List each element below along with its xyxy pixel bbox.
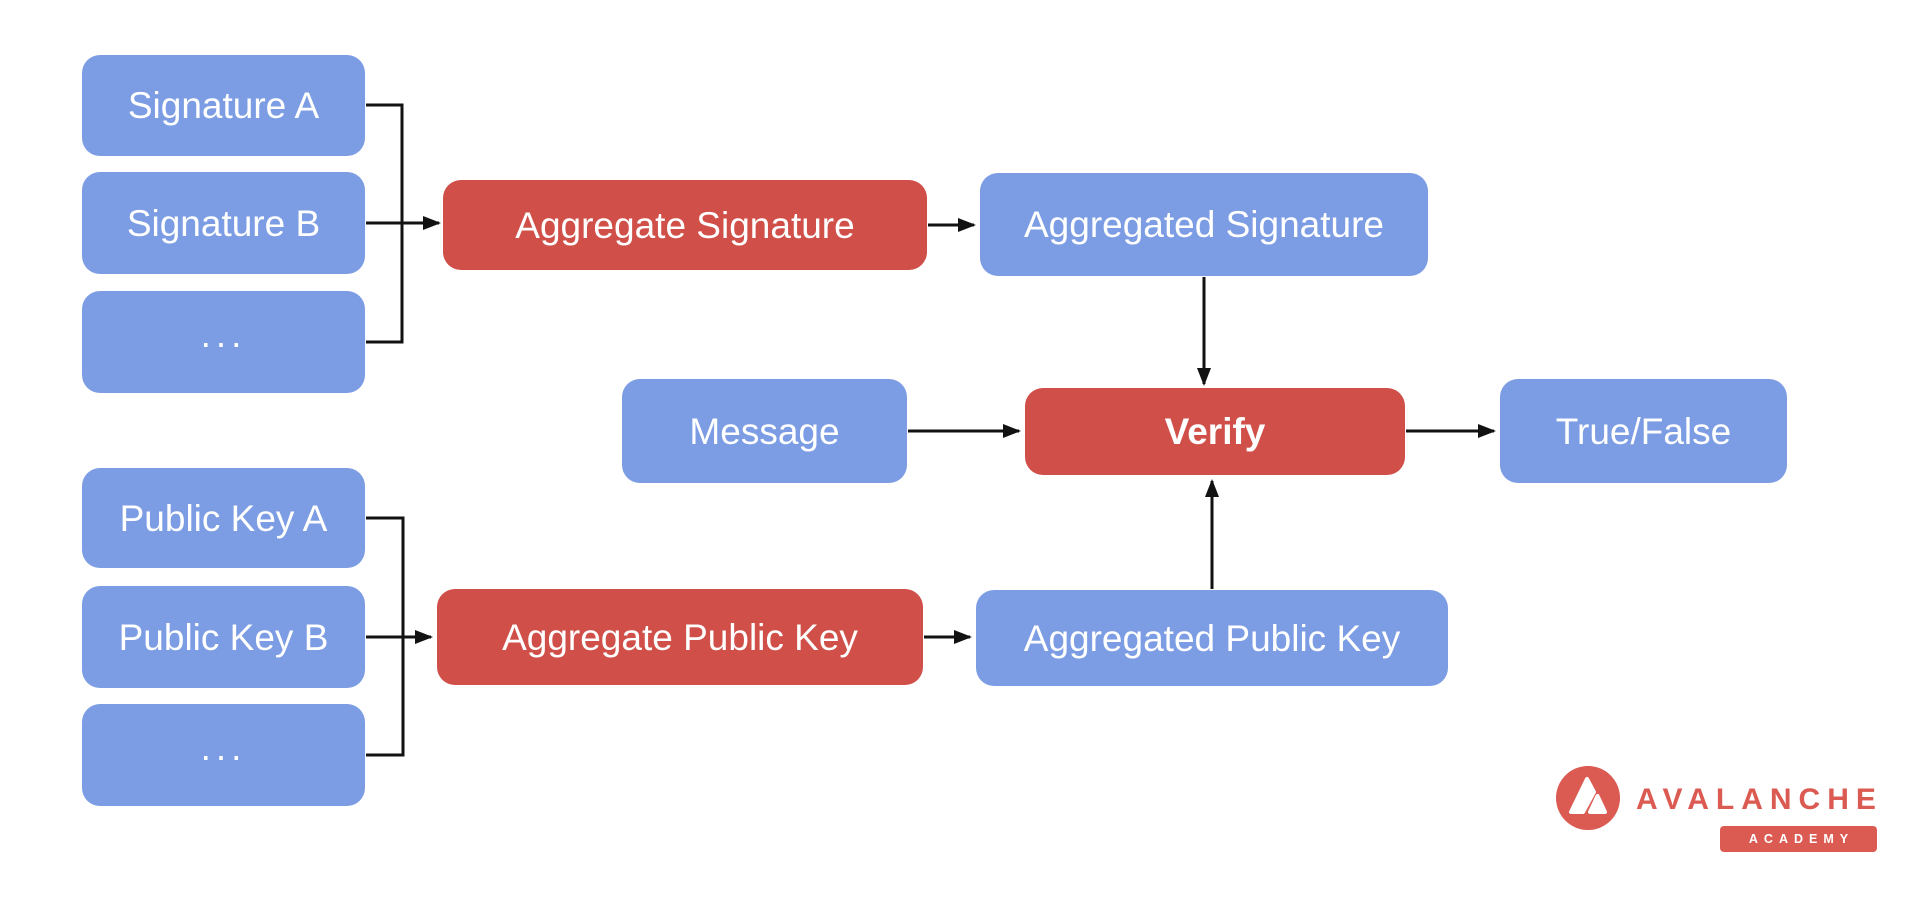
connector-public-key-bracket [366,516,405,757]
node-signature-b: Signature B [82,172,365,274]
node-aggregate-signature-label: Aggregate Signature [515,204,855,246]
node-message-label: Message [689,410,840,452]
academy-badge: ACADEMY [1720,826,1877,852]
node-aggregated-public-key-label: Aggregated Public Key [1023,617,1401,659]
node-verify-label: Verify [1164,411,1266,452]
node-signature-more: ... [82,291,365,393]
node-aggregated-public-key: Aggregated Public Key [976,590,1448,686]
node-aggregate-public-key-label: Aggregate Public Key [502,616,858,658]
node-public-key-a-label: Public Key A [119,497,328,539]
avalanche-wordmark: AVALANCHE [1636,783,1883,816]
node-message: Message [622,379,907,483]
connector-signature-bracket [366,103,404,344]
node-aggregated-signature-label: Aggregated Signature [1024,204,1384,245]
node-aggregate-signature: Aggregate Signature [443,180,927,270]
node-public-key-more-label: ... [200,726,247,768]
node-public-key-b: Public Key B [82,586,365,688]
node-true-false: True/False [1500,379,1787,483]
node-public-key-more: ... [82,704,365,806]
node-aggregated-signature: Aggregated Signature [980,173,1428,276]
node-true-false-label: True/False [1555,410,1732,452]
node-public-key-a: Public Key A [82,468,365,568]
avalanche-logo-icon [1556,766,1620,830]
node-signature-a-label: Signature A [127,85,320,126]
avalanche-academy-logo: AVALANCHE ACADEMY [1556,764,1892,860]
node-signature-a: Signature A [82,55,365,156]
node-signature-b-label: Signature B [126,202,321,244]
node-signature-more-label: ... [200,313,247,355]
node-public-key-b-label: Public Key B [118,616,329,658]
node-verify: Verify [1025,388,1405,475]
node-aggregate-public-key: Aggregate Public Key [437,589,923,685]
